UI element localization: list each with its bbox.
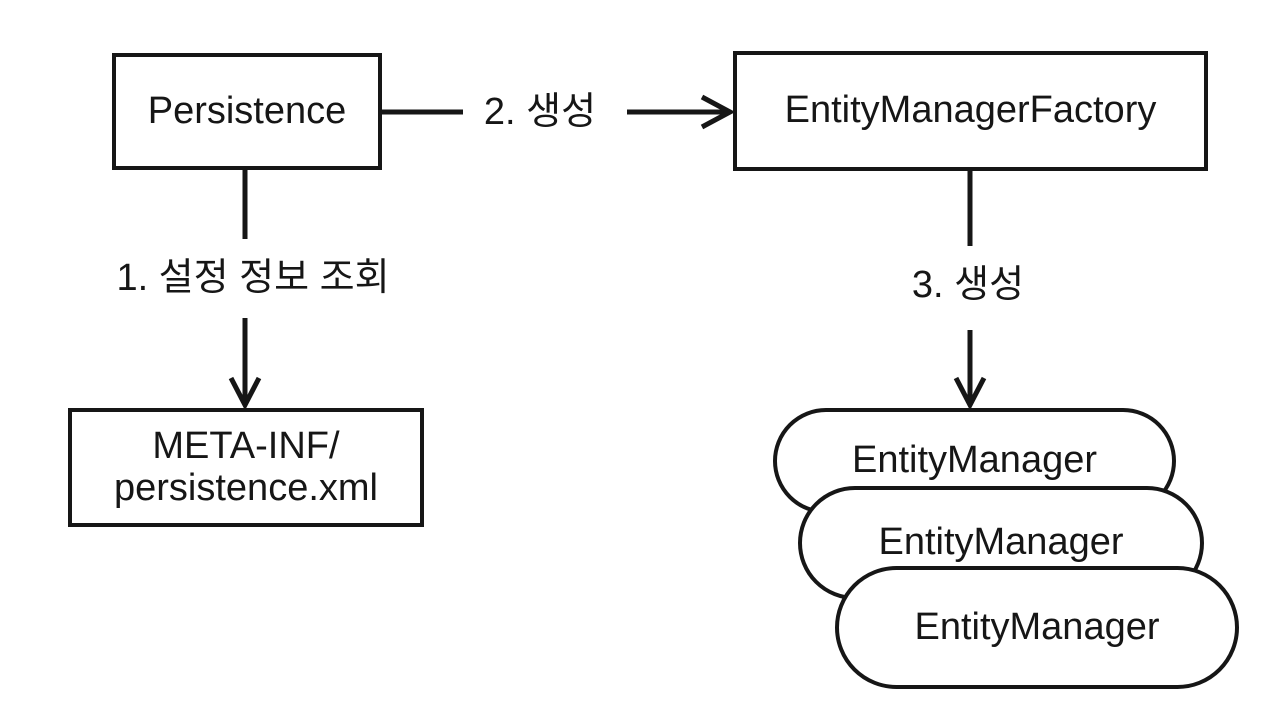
entity-manager-node-3-label: EntityManager xyxy=(914,605,1160,648)
step1-arrowhead-icon xyxy=(228,376,262,411)
persistence-xml-line1: META-INF/ xyxy=(152,424,340,467)
entity-manager-factory-node-label: EntityManagerFactory xyxy=(784,89,1157,132)
entity-manager-node-2-label: EntityManager xyxy=(878,521,1124,564)
step3-arrowhead-icon xyxy=(953,376,987,411)
persistence-xml-node: META-INF/ persistence.xml xyxy=(68,408,424,527)
step2-edge-label: 2. 생성 xyxy=(483,91,597,133)
step1-edge-label: 1. 설정 정보 조회 xyxy=(116,257,390,299)
step3-edge-label: 3. 생성 xyxy=(911,264,1025,306)
persistence-node: Persistence xyxy=(112,53,382,170)
entity-manager-factory-node: EntityManagerFactory xyxy=(733,51,1208,171)
entity-manager-node-3: EntityManager xyxy=(835,566,1239,689)
persistence-xml-line2: persistence.xml xyxy=(114,466,378,509)
persistence-node-label: Persistence xyxy=(147,89,347,132)
entity-manager-node-1-label: EntityManager xyxy=(851,439,1097,482)
step2-arrowhead-icon xyxy=(700,94,736,130)
persistence-xml-node-label: META-INF/ persistence.xml xyxy=(114,424,378,510)
